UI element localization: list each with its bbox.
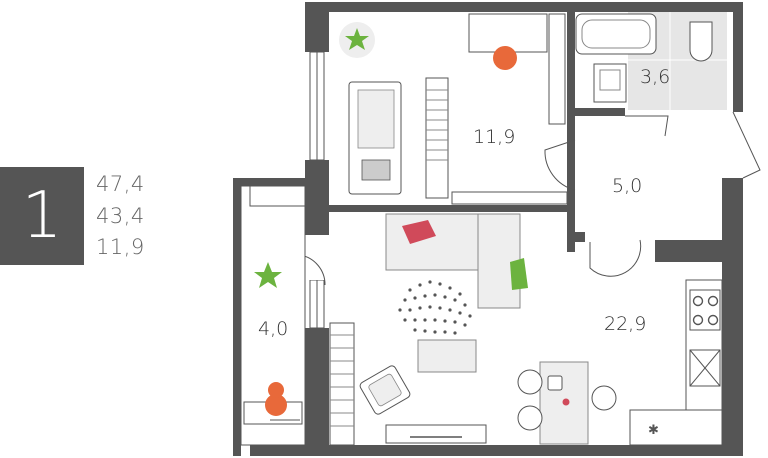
rug [398, 280, 472, 335]
living-shelf [329, 322, 355, 446]
bedroom-chair [493, 46, 517, 70]
balcony-chair [265, 394, 287, 416]
balcony-cabinet [249, 185, 306, 207]
bedroom-shelf [548, 13, 566, 125]
bedroom-desk [468, 13, 548, 53]
windows [305, 51, 329, 329]
bedroom-plant-icon [339, 22, 375, 58]
snowflake-icon: ✱ [648, 423, 659, 438]
bedroom-area-label: 11,9 [473, 126, 515, 148]
red-pillow [402, 220, 436, 244]
toilet [689, 21, 713, 62]
dining-chair [517, 369, 543, 395]
bathroom-area-label: 3,6 [640, 66, 670, 88]
balcony-plant-icon [254, 262, 282, 288]
apartment-info: 1 47,4 43,4 11,9 [0, 0, 300, 458]
balcony-area-label: 4,0 [258, 318, 288, 340]
green-pillow [510, 258, 528, 290]
sliding-door [451, 191, 568, 205]
armchair [359, 365, 411, 415]
living-area-label: 22,9 [604, 313, 646, 335]
total-area: 47,4 [96, 172, 145, 196]
dining-chair [517, 405, 543, 431]
room-count-badge: 1 [0, 167, 84, 265]
coffee-table [417, 339, 477, 373]
fridge-counter [629, 409, 723, 446]
kitchen-area: 11,9 [96, 235, 145, 259]
dining-chair [591, 385, 617, 411]
tv-stand [385, 424, 487, 444]
wardrobe [425, 77, 449, 199]
living-area: 43,4 [96, 204, 145, 228]
walls [233, 2, 743, 456]
hall-area-label: 5,0 [612, 175, 642, 197]
